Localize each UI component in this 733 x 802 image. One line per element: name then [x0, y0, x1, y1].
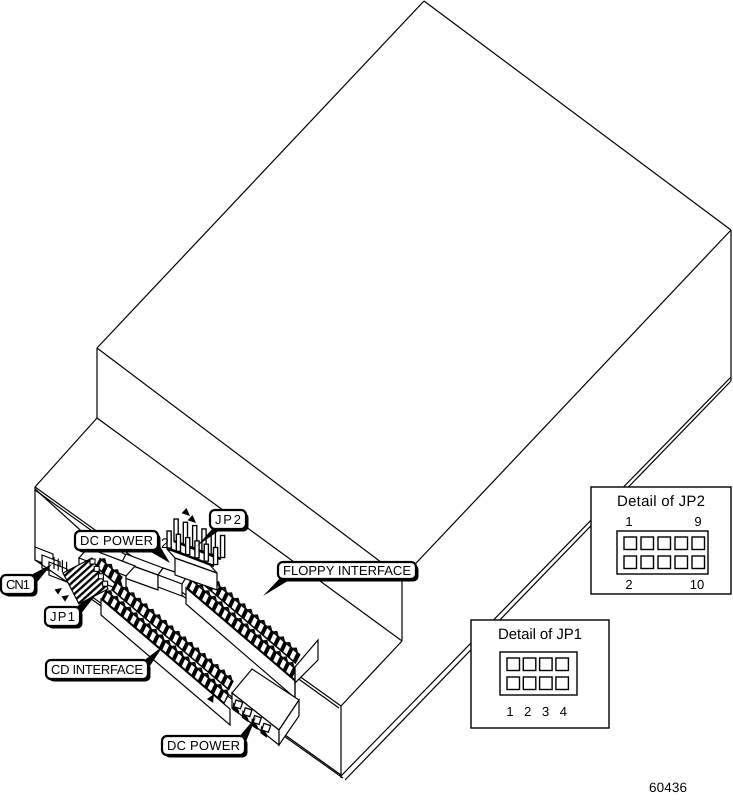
- svg-text:DC POWER: DC POWER: [80, 533, 153, 548]
- svg-text:3: 3: [542, 704, 549, 719]
- svg-text:CD INTERFACE: CD INTERFACE: [51, 662, 143, 677]
- svg-text:CN1: CN1: [6, 577, 30, 592]
- svg-text:Detail of JP1: Detail of JP1: [498, 626, 582, 643]
- svg-text:1: 1: [506, 704, 513, 719]
- svg-text:2: 2: [625, 577, 632, 592]
- svg-text:9: 9: [694, 514, 701, 529]
- svg-text:Detail of JP2: Detail of JP2: [617, 493, 705, 510]
- svg-text:JP1: JP1: [50, 609, 75, 624]
- svg-text:2: 2: [161, 535, 169, 551]
- svg-text:FLOPPY INTERFACE: FLOPPY INTERFACE: [283, 563, 411, 578]
- svg-text:2: 2: [524, 704, 531, 719]
- svg-text:10: 10: [690, 577, 704, 592]
- svg-text:4: 4: [560, 704, 567, 719]
- svg-text:60436: 60436: [649, 780, 687, 795]
- svg-text:DC POWER: DC POWER: [167, 738, 240, 753]
- svg-text:JP2: JP2: [215, 512, 241, 527]
- svg-text:1: 1: [625, 514, 632, 529]
